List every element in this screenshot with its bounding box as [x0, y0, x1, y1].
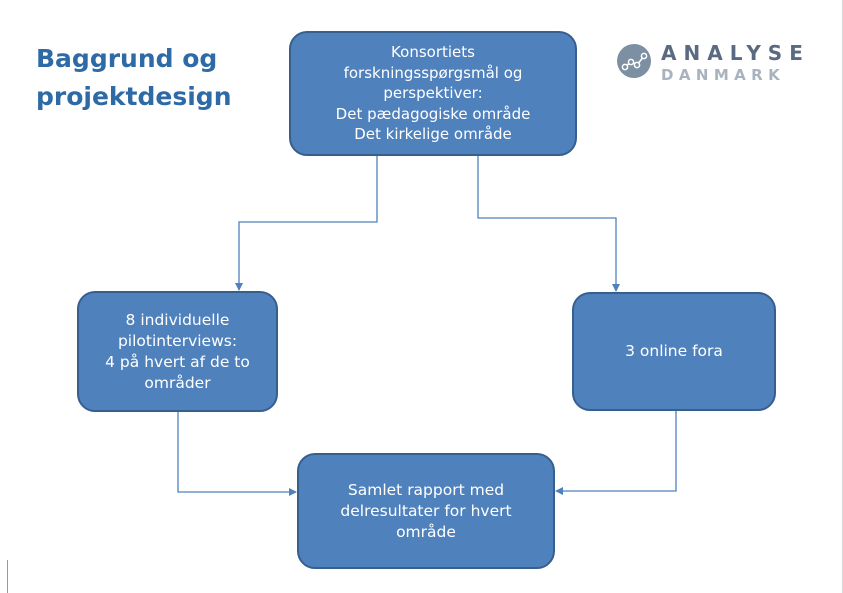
connector-top-to-left [235, 156, 378, 291]
analyse-danmark-logo: ANALYSE DANMARK [617, 40, 817, 86]
slide-title-line-2: projektdesign [36, 82, 232, 111]
logo-text-danmark: DANMARK [661, 66, 786, 84]
box-pilot-interviews: 8 individuelle pilotinterviews: 4 på hve… [77, 291, 278, 412]
box-bottom-line-1: Samlet rapport med [347, 480, 505, 499]
box-top-line-2: forskningsspørgsmål og [343, 63, 523, 82]
box-top-line-3: perspektiver: [383, 84, 483, 103]
box-top-line-1: Konsortiets [391, 43, 475, 62]
connector-left-to-bottom [177, 412, 297, 496]
box-left-line-3: 4 på hvert af de to [105, 352, 250, 371]
box-right-line-1: 3 online fora [625, 342, 723, 360]
box-left-line-1: 8 individuelle [125, 310, 230, 329]
connector-right-to-bottom [555, 411, 677, 495]
box-left-line-2: pilotinterviews: [117, 331, 238, 350]
slide-border-left [7, 560, 8, 593]
connector-top-to-right [477, 156, 620, 292]
box-top-line-4: Det pædagogiske område [335, 104, 531, 123]
box-bottom-line-2: delresultater for hvert [340, 501, 512, 520]
slide-title-line-1: Baggrund og [36, 44, 218, 73]
box-top-line-5: Det kirkelige område [354, 125, 512, 144]
logo-text-analyse: ANALYSE [661, 41, 810, 65]
box-left-line-4: områder [144, 373, 211, 392]
network-nodes-icon [617, 44, 651, 78]
box-bottom-line-3: område [396, 522, 456, 541]
box-research-questions: Konsortiets forskningsspørgsmål og persp… [289, 31, 577, 156]
box-combined-report: Samlet rapport med delresultater for hve… [297, 453, 555, 569]
slide-title: Baggrund og projektdesign [36, 40, 266, 116]
box-online-fora: 3 online fora [572, 292, 776, 411]
